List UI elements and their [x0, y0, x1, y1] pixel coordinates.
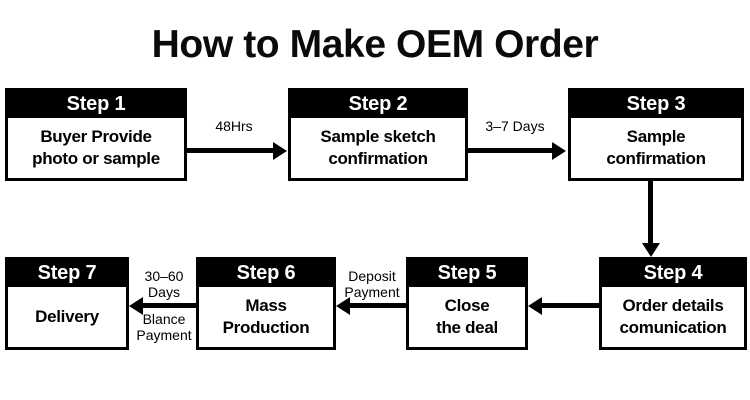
arrow-5-to-6-head — [336, 296, 350, 315]
step-4-header: Step 4 — [602, 260, 744, 287]
step-box-2[interactable]: Step 2 Sample sketch confirmation — [288, 88, 468, 181]
arrow-1-to-2-shaft — [187, 148, 275, 153]
step-box-4[interactable]: Step 4 Order details comunication — [599, 257, 747, 350]
step-4-line-1: Order details — [622, 296, 724, 315]
step-5-line-2: the deal — [436, 318, 498, 337]
arrow-6-to-7-below-line-1: Blance — [142, 311, 186, 327]
arrow-4-to-5-shaft — [542, 303, 599, 308]
step-box-6[interactable]: Step 6 Mass Production — [196, 257, 336, 350]
step-2-line-2: confirmation — [328, 149, 428, 168]
arrow-1-to-2-label: 48Hrs — [190, 118, 278, 134]
step-5-line-1: Close — [444, 296, 490, 315]
step-5-header: Step 5 — [409, 260, 525, 287]
step-7-line-1: Delivery — [35, 307, 99, 326]
step-6-line-2: Production — [222, 318, 310, 337]
step-1-line-1: Buyer Provide — [40, 127, 152, 146]
arrow-2-to-3-head — [552, 141, 566, 160]
step-6-header: Step 6 — [199, 260, 333, 287]
step-5-body: Close the deal — [409, 287, 525, 347]
arrow-5-to-6-label: Deposit Payment — [336, 268, 408, 300]
step-6-body: Mass Production — [199, 287, 333, 347]
step-box-1[interactable]: Step 1 Buyer Provide photo or sample — [5, 88, 187, 181]
arrow-6-to-7-above-line-1: 30–60 — [144, 268, 184, 284]
step-3-body: Sample confirmation — [571, 118, 741, 178]
step-1-header: Step 1 — [8, 91, 184, 118]
arrow-6-to-7-label-below: Blance Payment — [129, 311, 199, 343]
arrow-3-to-4-head — [641, 243, 660, 257]
arrow-4-to-5-head — [528, 296, 542, 315]
arrow-5-to-6-shaft — [350, 303, 406, 308]
arrow-5-to-6-label-line-1: Deposit — [348, 268, 396, 284]
arrow-2-to-3-label: 3–7 Days — [470, 118, 560, 134]
step-box-5[interactable]: Step 5 Close the deal — [406, 257, 528, 350]
step-7-header: Step 7 — [8, 260, 126, 287]
arrow-2-to-3-shaft — [468, 148, 554, 153]
arrow-1-to-2-head — [273, 141, 287, 160]
arrow-3-to-4-shaft — [648, 181, 653, 244]
arrow-2-to-3-label-line-1: 3–7 Days — [485, 118, 545, 134]
step-7-body: Delivery — [8, 287, 126, 347]
arrow-5-to-6-label-line-2: Payment — [344, 284, 400, 300]
step-2-line-1: Sample sketch — [320, 127, 436, 146]
step-1-line-2: photo or sample — [32, 149, 160, 168]
step-box-3[interactable]: Step 3 Sample confirmation — [568, 88, 744, 181]
step-3-line-2: confirmation — [606, 149, 706, 168]
step-2-header: Step 2 — [291, 91, 465, 118]
step-4-line-2: comunication — [619, 318, 727, 337]
step-6-line-1: Mass — [245, 296, 287, 315]
step-2-body: Sample sketch confirmation — [291, 118, 465, 178]
arrow-6-to-7-below-line-2: Payment — [136, 327, 192, 343]
arrow-6-to-7-label-above: 30–60 Days — [130, 268, 198, 300]
step-3-header: Step 3 — [571, 91, 741, 118]
arrow-6-to-7-head — [129, 296, 143, 315]
page-title: How to Make OEM Order — [151, 23, 599, 66]
step-3-line-1: Sample — [626, 127, 686, 146]
step-box-7[interactable]: Step 7 Delivery — [5, 257, 129, 350]
step-4-body: Order details comunication — [602, 287, 744, 347]
arrow-6-to-7-shaft — [143, 303, 197, 308]
arrow-6-to-7-above-line-2: Days — [148, 284, 180, 300]
arrow-1-to-2-label-line-1: 48Hrs — [215, 118, 253, 134]
step-1-body: Buyer Provide photo or sample — [8, 118, 184, 178]
